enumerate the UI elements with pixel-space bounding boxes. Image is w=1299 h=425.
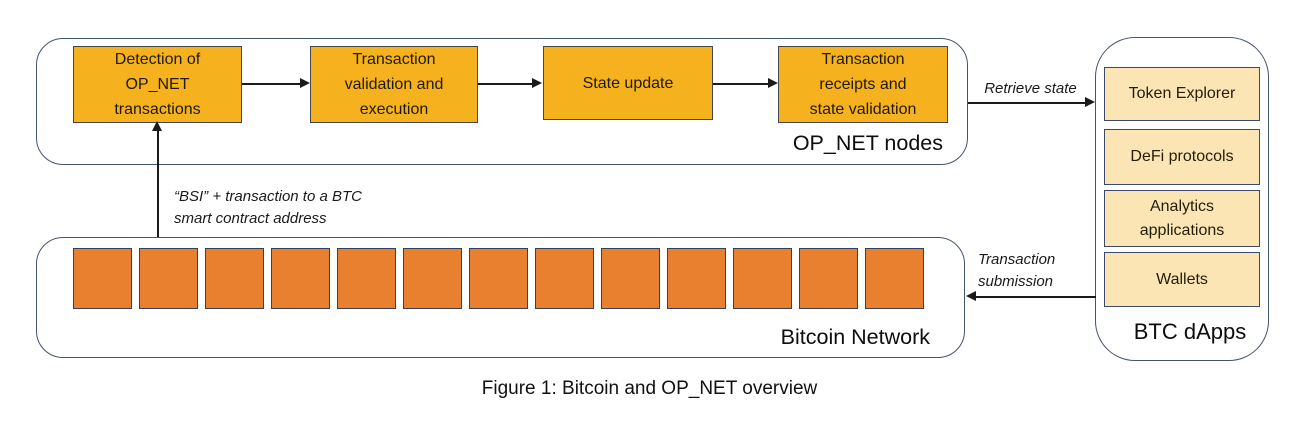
step-label: Transaction receipts and state validatio… (809, 51, 917, 118)
arrow-dapps-to-bitcoin (976, 296, 1096, 298)
dapp-label: Wallets (1156, 270, 1208, 288)
bitcoin-block (205, 248, 264, 309)
step-transaction-validation-and-execution: Transaction validation and execution (310, 46, 478, 123)
dapp-token-explorer: Token Explorer (1104, 67, 1260, 121)
figure-caption: Figure 1: Bitcoin and OP_NET overview (481, 378, 818, 399)
step-detection-of-opnet-transactions: Detection of OP_NET transactions (73, 46, 242, 123)
bitcoin-block (73, 248, 132, 309)
bitcoin-block (337, 248, 396, 309)
bsi-transaction-note: “BSI” + transaction to a BTC smart contr… (174, 188, 362, 227)
bitcoin-block (733, 248, 792, 309)
arrowhead-right-icon (1085, 97, 1095, 107)
dapp-label: DeFi protocols (1130, 148, 1234, 165)
arrow-step1-to-step2 (242, 83, 301, 85)
dapp-analytics-applications: Analytics applications (1104, 190, 1260, 247)
arrow-step2-to-step3 (478, 83, 533, 85)
bitcoin-block (403, 248, 462, 309)
arrow-step3-to-step4 (713, 83, 769, 85)
arrow-bitcoin-to-detection (157, 130, 159, 237)
dapp-label: Analytics applications (1139, 197, 1225, 239)
bitcoin-blocks-row (73, 248, 924, 309)
dapp-label: Token Explorer (1128, 85, 1236, 102)
bitcoin-block (667, 248, 726, 309)
arrowhead-left-icon (966, 291, 976, 301)
step-transaction-receipts-and-state-validation: Transaction receipts and state validatio… (778, 46, 948, 123)
transaction-submission-label: Transaction submission (978, 251, 1056, 290)
bitcoin-block (601, 248, 660, 309)
bitcoin-block (469, 248, 528, 309)
arrowhead-right-icon (768, 78, 778, 88)
step-label: State update (582, 74, 674, 92)
bitcoin-block (799, 248, 858, 309)
bitcoin-network-label: Bitcoin Network (780, 325, 930, 349)
dapp-defi-protocols: DeFi protocols (1104, 129, 1260, 185)
bitcoin-block (865, 248, 924, 309)
step-label: Transaction validation and execution (344, 51, 444, 118)
retrieve-state-label: Retrieve state (984, 80, 1077, 97)
arrowhead-up-icon (152, 121, 162, 131)
step-state-update: State update (543, 46, 713, 120)
bitcoin-block (535, 248, 594, 309)
bitcoin-block (139, 248, 198, 309)
dapp-wallets: Wallets (1104, 252, 1260, 307)
arrow-opnet-to-dapps (968, 102, 1086, 104)
arrowhead-right-icon (300, 78, 310, 88)
opnet-nodes-label: OP_NET nodes (792, 131, 943, 155)
step-label: Detection of OP_NET transactions (114, 51, 201, 118)
btc-dapps-label: BTC dApps (1133, 319, 1247, 344)
arrowhead-right-icon (532, 78, 542, 88)
bitcoin-block (271, 248, 330, 309)
